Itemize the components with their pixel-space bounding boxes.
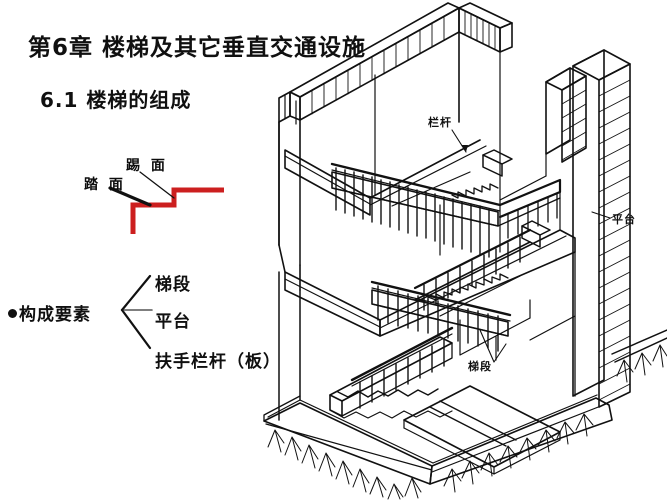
left-interior-wall — [263, 121, 301, 422]
riser-label: 踢 面 — [126, 158, 168, 174]
callout-label-flight: 梯段 — [468, 360, 492, 373]
brace-upper-arm — [120, 274, 152, 312]
list-item: 平台 — [155, 312, 191, 332]
leader-landing — [591, 211, 611, 219]
ground-slab-group — [263, 329, 667, 500]
list-item: 扶手栏杆（板） — [155, 352, 281, 372]
brace-lower-arm — [120, 308, 152, 350]
list-item: 梯段 — [155, 275, 191, 295]
page-title: 第6章 楼梯及其它垂直交通设施 — [28, 35, 367, 61]
leader-railing — [451, 129, 467, 153]
upper-right-pier — [545, 67, 587, 163]
elements-term-label: 构成要素 — [19, 305, 91, 325]
lower-stair-flight — [329, 326, 454, 419]
left-parapet — [278, 91, 301, 246]
mid-floor-slab — [278, 229, 576, 337]
leader-railing-arrow — [461, 145, 468, 152]
right-wall-pier — [572, 49, 631, 408]
upper-floor-slab — [284, 139, 487, 216]
back-wall-lines — [439, 153, 576, 397]
step-profile-line — [130, 187, 224, 234]
middle-stair-flight — [370, 220, 551, 352]
bullet-dot-icon — [8, 309, 17, 318]
tread-label: 踏 面 — [84, 177, 126, 193]
lower-landing-slab — [403, 385, 561, 475]
callout-leaders — [451, 129, 611, 363]
callout-label-railing: 栏杆 — [428, 116, 452, 129]
riser-leader — [139, 171, 175, 199]
elements-term: 构成要素 — [8, 300, 91, 325]
section-title: 6.1 楼梯的组成 — [40, 88, 192, 112]
upper-stair-flight — [330, 149, 562, 258]
callout-label-landing: 平台 — [612, 213, 636, 226]
